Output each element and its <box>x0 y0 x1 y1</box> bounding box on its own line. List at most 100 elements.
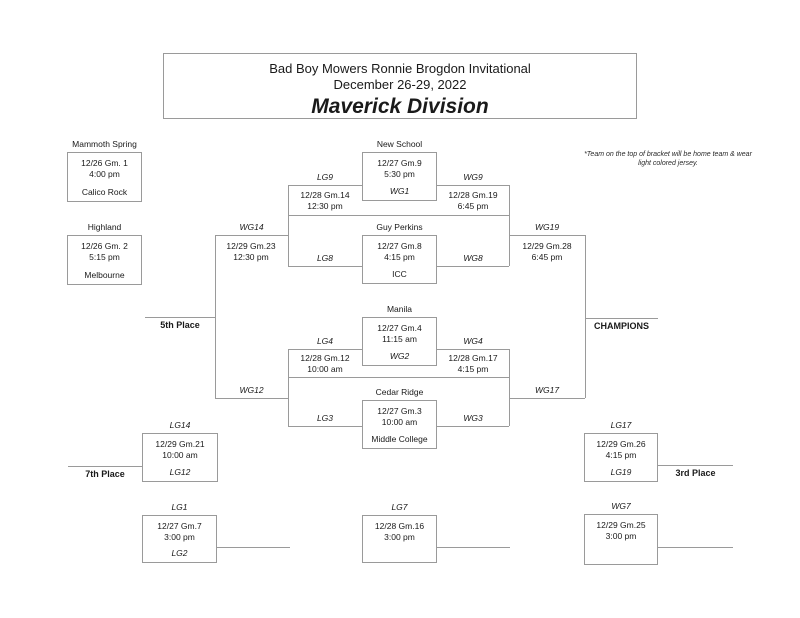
team-top-label: New School <box>376 139 423 149</box>
game-info-gm19: 12/28 Gm.19 6:45 pm <box>437 190 509 211</box>
bracket-line-gm25-out <box>658 547 733 548</box>
team-top-label: Highland <box>87 222 122 232</box>
game-gm26: LG17 12/29 Gm.26 4:15 pm LG19 <box>584 420 658 482</box>
team-top-label: LG7 <box>391 502 408 512</box>
game-date: 12/29 Gm.21 <box>155 439 205 449</box>
game-date: 12/29 Gm.28 <box>522 241 572 251</box>
tournament-name: Bad Boy Mowers Ronnie Brogdon Invitation… <box>269 61 531 76</box>
tournament-dates: December 26-29, 2022 <box>333 77 467 92</box>
game-time: 10:00 am <box>381 417 418 427</box>
game-date: 12/29 Gm.23 <box>226 241 276 251</box>
game-gm2: Highland 12/26 Gm. 2 5:15 pm Melbourne <box>67 222 142 285</box>
game-time: 5:15 pm <box>89 252 120 262</box>
game-gm8: Guy Perkins 12/27 Gm.8 4:15 pm ICC <box>362 222 437 284</box>
game-date: 12/27 Gm.8 <box>377 241 422 251</box>
game-gm25: WG7 12/29 Gm.25 3:00 pm <box>584 501 658 565</box>
bracket-vline-bottomgroup-left <box>288 349 289 426</box>
bracket-line-wg17 <box>509 398 585 399</box>
game-time: 11:15 am <box>382 334 417 344</box>
game-time: 6:45 pm <box>531 251 563 262</box>
bracket-line-3rd-place <box>658 465 733 466</box>
game-time: 4:00 pm <box>89 169 120 179</box>
game-time: 4:15 pm <box>605 450 637 460</box>
game-time: 4:15 pm <box>384 252 415 262</box>
bracket-line-mid-top <box>288 215 510 216</box>
game-gm16: LG7 12/28 Gm.16 3:00 pm <box>362 502 437 563</box>
game-date: 12/26 Gm. 2 <box>81 241 128 251</box>
division-name: Maverick Division <box>311 95 489 118</box>
game-gm3: Cedar Ridge 12/27 Gm.3 10:00 am Middle C… <box>362 387 437 449</box>
game-date: 12/28 Gm.12 <box>300 353 350 363</box>
team-bottom-label: Melbourne <box>84 270 125 280</box>
bracket-vline-topgroup-left <box>288 185 289 266</box>
game-date: 12/27 Gm.4 <box>377 323 422 333</box>
bracket-line-lg8 <box>288 266 362 267</box>
game-time: 6:45 pm <box>457 200 489 211</box>
bracket-line-gm7-out <box>217 547 290 548</box>
game-info-gm14: 12/28 Gm.14 12:30 pm <box>288 190 362 211</box>
game-date: 12/27 Gm.9 <box>377 158 422 168</box>
game-gm21: LG14 12/29 Gm.21 10:00 am LG12 <box>142 420 218 482</box>
bracket-line-wg4 <box>437 349 509 350</box>
slot-label-wg12: WG12 <box>239 385 264 395</box>
game-date: 12/26 Gm. 1 <box>81 158 128 168</box>
game-time: 10:00 am <box>307 363 343 374</box>
bracket-line-lg3 <box>288 426 362 427</box>
team-bottom-label: LG12 <box>169 467 191 477</box>
team-top-label: LG14 <box>169 420 191 430</box>
bracket-line-wg3 <box>437 426 509 427</box>
bracket-line-champions <box>585 318 658 319</box>
game-info-gm17: 12/28 Gm.17 4:15 pm <box>437 353 509 374</box>
game-date: 12/28 Gm.17 <box>448 353 498 363</box>
game-date: 12/29 Gm.25 <box>596 520 646 530</box>
game-time: 3:00 pm <box>605 531 637 541</box>
slot-label-lg3: LG3 <box>316 413 334 423</box>
team-bottom-label: LG19 <box>610 467 632 477</box>
bracket-line-mid-bottom <box>288 377 510 378</box>
team-bottom-label: Calico Rock <box>81 187 128 197</box>
game-date: 12/27 Gm.3 <box>377 406 422 416</box>
slot-label-wg8: WG8 <box>463 253 483 263</box>
game-time: 10:00 am <box>162 450 198 460</box>
game-date: 12/28 Gm.16 <box>374 521 425 531</box>
bracket-line-wg19 <box>509 235 585 236</box>
bracket-vline-bottomgroup-right <box>509 349 510 426</box>
home-team-note: *Team on the top of bracket will be home… <box>584 151 752 167</box>
slot-label-lg4: LG4 <box>316 336 334 346</box>
game-date: 12/29 Gm.26 <box>596 439 646 449</box>
team-bottom-label: WG1 <box>389 186 410 196</box>
game-info-gm23: 12/29 Gm.23 12:30 pm <box>213 241 289 262</box>
slot-label-wg4: WG4 <box>463 336 483 346</box>
bracket-vline-topgroup-right <box>509 185 510 266</box>
game-time: 12:30 pm <box>233 251 269 262</box>
title-box: Bad Boy Mowers Ronnie Brogdon Invitation… <box>163 53 637 119</box>
team-top-label: Mammoth Spring <box>72 139 137 149</box>
bracket-vline-left-main <box>215 235 216 398</box>
game-time: 3:00 pm <box>164 532 195 542</box>
game-gm1: Mammoth Spring 12/26 Gm. 1 4:00 pm Calic… <box>67 139 142 202</box>
bracket-line-wg9 <box>437 185 509 186</box>
game-gm7: LG1 12/27 Gm.7 3:00 pm LG2 <box>142 502 217 563</box>
bracket-line-gm16-out <box>437 547 510 548</box>
bracket-vline-right-main <box>585 235 586 398</box>
slot-label-wg14: WG14 <box>239 222 264 232</box>
game-date: 12/28 Gm.19 <box>448 190 498 200</box>
slot-label-lg9: LG9 <box>316 172 334 182</box>
game-gm4: Manila 12/27 Gm.4 11:15 am WG2 <box>362 304 437 366</box>
slot-label-lg8: LG8 <box>316 253 334 263</box>
slot-label-wg17: WG17 <box>534 385 560 395</box>
game-time: 12:30 pm <box>307 200 343 211</box>
team-bottom-label: ICC <box>392 269 407 279</box>
slot-label-wg9: WG9 <box>463 172 483 182</box>
game-info-gm12: 12/28 Gm.12 10:00 am <box>288 353 362 374</box>
bracket-line-5th-place <box>145 317 215 318</box>
place-label-3rd: 3rd Place <box>675 468 716 478</box>
slot-label-wg3: WG3 <box>463 413 483 423</box>
team-top-label: WG7 <box>611 501 631 511</box>
bracket-line-wg12 <box>215 398 288 399</box>
game-date: 12/27 Gm.7 <box>157 521 202 531</box>
team-top-label: Cedar Ridge <box>375 387 424 397</box>
place-label-5th: 5th Place <box>160 320 200 330</box>
team-top-label: Manila <box>386 304 413 314</box>
slot-label-wg19: WG19 <box>534 222 560 232</box>
